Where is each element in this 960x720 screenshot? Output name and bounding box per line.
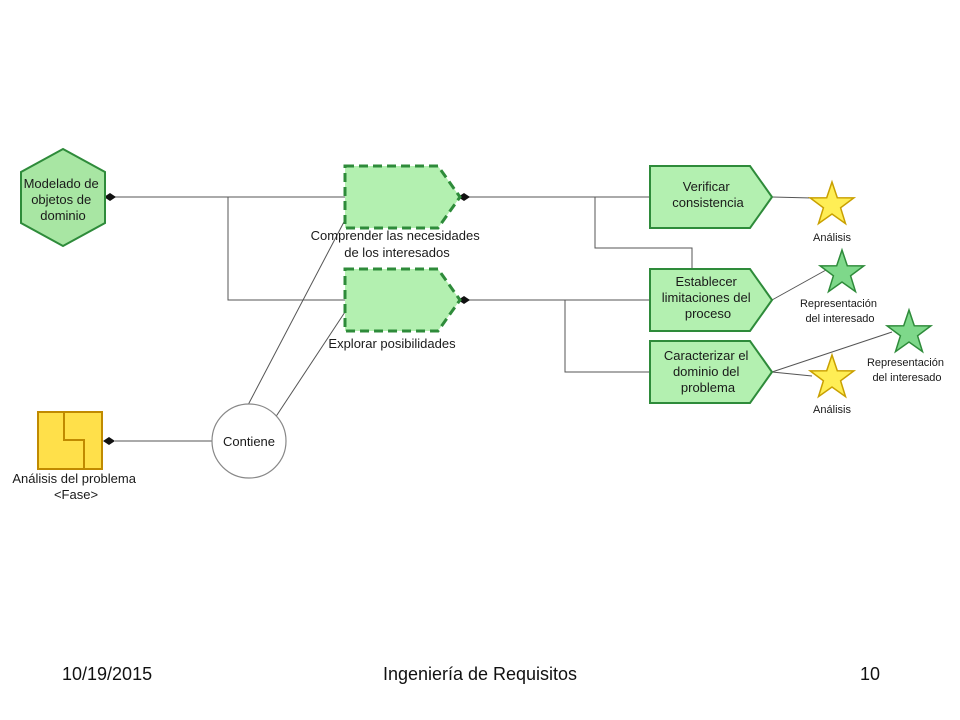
svg-text:Representación del inter: Representación del interesado	[867, 357, 947, 384]
node-label: Establecer	[675, 274, 737, 289]
svg-text:Modelado de objetos de: Modelado de objetos de dominio	[24, 176, 103, 223]
node-label: de los interesados	[344, 245, 450, 260]
node-label: Análisis del problema	[12, 471, 136, 486]
footer-date: 10/19/2015	[62, 664, 153, 684]
node-label: limitaciones del	[662, 290, 751, 305]
node-verificar-consistencia[interactable]: Verificar consistencia	[649, 165, 774, 229]
node-label: Caracterizar el	[664, 348, 749, 363]
svg-text:Verificar consistencia: Verificar consistencia	[672, 179, 744, 210]
star-representacion-interesado-2[interactable]: Representación del interesado	[867, 307, 947, 384]
star-label: Representación	[867, 357, 944, 369]
node-label: dominio	[40, 208, 86, 223]
svg-text:Análisis: Análisis	[813, 404, 851, 416]
node-label: Verificar	[683, 179, 731, 194]
node-analisis-problema-fase[interactable]: Análisis del problema <Fase>	[12, 411, 139, 502]
node-label: objetos de	[31, 192, 91, 207]
star-label: Representación	[800, 298, 877, 310]
node-establecer-limitaciones[interactable]: Establecer limitaciones del proceso	[649, 268, 774, 332]
svg-text:Representación del inter: Representación del interesado	[800, 298, 880, 325]
footer-title: Ingeniería de Requisitos	[382, 664, 578, 684]
node-comprender-necesidades[interactable]: Comprender las necesidades de los intere…	[311, 164, 484, 260]
svg-text:Contiene: Contiene	[223, 434, 275, 449]
footer-page-number: 10	[860, 664, 881, 684]
svg-text:Explorar posibilidades: Explorar posibilidades	[328, 336, 456, 351]
node-contiene[interactable]: Contiene	[211, 403, 287, 479]
star-label: del interesado	[872, 372, 941, 384]
node-label: problema	[681, 380, 736, 395]
svg-text:Análisis: Análisis	[813, 232, 851, 244]
svg-text:Caracterizar el dominio: Caracterizar el dominio del problema	[664, 348, 752, 395]
star-representacion-interesado-1[interactable]: Representación del interesado	[800, 247, 880, 325]
node-label: <Fase>	[54, 487, 98, 502]
star-analisis-1[interactable]: Análisis	[807, 179, 857, 244]
node-label: Modelado de	[24, 176, 99, 191]
star-analisis-2[interactable]: Análisis	[807, 352, 857, 416]
node-label: Explorar posibilidades	[328, 336, 456, 351]
node-label: consistencia	[672, 195, 744, 210]
node-label: Contiene	[223, 434, 275, 449]
node-caracterizar-dominio[interactable]: Caracterizar el dominio del problema	[649, 340, 774, 404]
node-label: proceso	[685, 306, 731, 321]
svg-text:Establecer limitaciones: Establecer limitaciones del proceso	[662, 274, 755, 321]
svg-text:Análisis del problema <F: Análisis del problema <Fase>	[12, 471, 139, 502]
connectors	[103, 193, 893, 445]
svg-text:Comprender las necesidades: Comprender las necesidades de los intere…	[311, 228, 484, 260]
node-explorar-posibilidades[interactable]: Explorar posibilidades	[328, 267, 462, 351]
node-label: Comprender las necesidades	[311, 228, 481, 243]
star-label: Análisis	[813, 404, 851, 416]
star-label: del interesado	[805, 313, 874, 325]
node-modelado-objetos-dominio[interactable]: Modelado de objetos de dominio	[20, 147, 106, 248]
node-label: dominio del	[673, 364, 740, 379]
star-label: Análisis	[813, 232, 851, 244]
